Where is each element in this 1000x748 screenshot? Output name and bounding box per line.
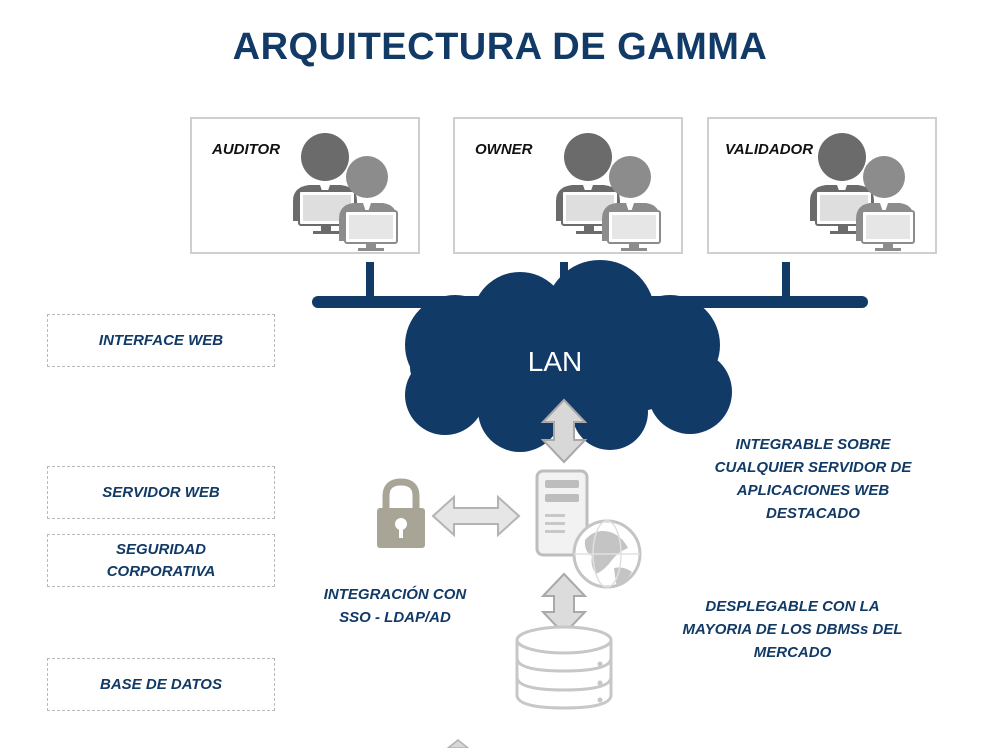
double-arrow-icon [540, 572, 588, 636]
lan-label: LAN [527, 346, 583, 377]
lock-icon [377, 478, 425, 548]
layer-base-de-datos: BASE DE DATOS [47, 658, 275, 711]
database-icon [515, 625, 613, 710]
role-label: VALIDADOR [725, 141, 814, 158]
role-box-owner: OWNER [453, 117, 683, 254]
double-arrow-icon [540, 398, 588, 464]
note-dbms: DESPLEGABLE CON LA MAYORIA DE LOS DBMSs … [682, 598, 903, 661]
role-label: AUDITOR [212, 141, 281, 158]
layer-seguridad-corporativa: SEGURIDAD CORPORATIVA [47, 534, 275, 587]
lan-bus [312, 262, 868, 308]
role-box-auditor: AUDITOR [190, 117, 420, 254]
role-label: OWNER [475, 141, 533, 158]
note-sso: INTEGRACIÓN CON SSO - LDAP/AD [323, 586, 467, 626]
users-icon [556, 133, 661, 251]
note-app-servers: INTEGRABLE SOBRE CUALQUIER SERVIDOR DE A… [714, 436, 912, 522]
server-icon [535, 469, 589, 557]
double-arrow-icon [431, 494, 521, 538]
layer-interface-web: INTERFACE WEB [47, 314, 275, 367]
cloud-icon [405, 260, 732, 452]
users-icon [293, 133, 398, 251]
arrow-tip-icon [446, 739, 470, 748]
globe-icon [572, 519, 642, 589]
layer-servidor-web: SERVIDOR WEB [47, 466, 275, 519]
role-box-validador: VALIDADOR [707, 117, 937, 254]
users-icon [810, 133, 915, 251]
page-title: ARQUITECTURA DE GAMMA [232, 26, 768, 68]
